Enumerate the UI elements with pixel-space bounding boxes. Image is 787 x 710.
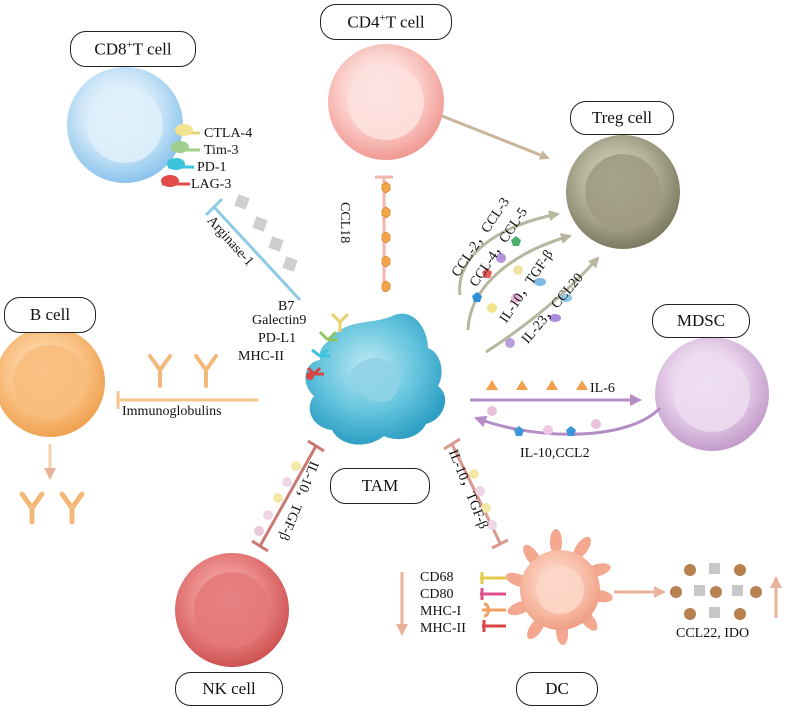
cd8-receptor-lag3: LAG-3 — [191, 177, 232, 192]
treg-cell-box: Treg cell — [570, 101, 674, 135]
nk-cell-box: NK cell — [175, 672, 283, 706]
b-cell-box: B cell — [4, 297, 96, 333]
cd8-receptor-ctla4: CTLA-4 — [204, 126, 253, 141]
b-cell-icon — [0, 327, 105, 437]
mdsc-box: MDSC — [652, 304, 750, 338]
dc-marker-icons — [480, 572, 506, 632]
cd4-t-cell-label: CD4+T cell — [347, 11, 425, 32]
nk-cell-label: NK cell — [202, 679, 256, 698]
treg-cell-icon — [566, 135, 680, 249]
treg-cell-label: Treg cell — [591, 108, 653, 127]
dc-marker-cd68: CD68 — [420, 570, 454, 585]
nk-cytokine-molecules — [254, 461, 301, 536]
ccl22-ido-molecules — [670, 563, 762, 620]
treg-chemokine-molecules — [472, 236, 572, 348]
mdsc-label: MDSC — [676, 311, 726, 330]
ccl18-label: CCL18 — [337, 202, 352, 244]
tam-box: TAM — [330, 468, 430, 504]
il6-molecules — [486, 380, 588, 390]
tam-ligand-pdl1: PD-L1 — [258, 331, 297, 346]
dc-marker-mhcii: MHC-II — [420, 621, 466, 636]
tam-ligand-mhcii: MHC-II — [238, 349, 284, 364]
ccl18-molecules — [381, 181, 391, 293]
mdsc-cell-icon — [655, 337, 769, 451]
cd8-receptor-tim3: Tim-3 — [204, 143, 239, 158]
cd8-t-cell-label: CD8+T cell — [94, 38, 172, 59]
secreted-antibody-icons — [19, 491, 85, 525]
il6-label: IL-6 — [590, 381, 615, 396]
nk-cell-icon — [175, 553, 289, 667]
tam-label: TAM — [361, 476, 399, 495]
dc-marker-mhci: MHC-I — [420, 604, 462, 619]
cd8-t-cell-box: CD8+T cell — [70, 31, 196, 67]
tam-macrophage-icon — [305, 313, 446, 445]
cd4-to-treg-arrow — [441, 114, 550, 160]
tam-ligand-icons — [306, 312, 350, 380]
tam-ligand-galectin9: Galectin9 — [252, 313, 307, 328]
dc-label: DC — [545, 679, 569, 698]
il10-ccl2-label: IL-10,CCL2 — [520, 446, 590, 461]
dc-box: DC — [516, 672, 598, 706]
b-cell-label: B cell — [29, 305, 71, 324]
cd8-receptor-pd1: PD-1 — [197, 160, 227, 175]
cd4-t-cell-icon — [328, 44, 444, 160]
nk-inhibition-line — [251, 439, 325, 553]
tam-to-treg-arrows — [458, 210, 600, 354]
dc-cell-icon — [505, 529, 613, 645]
arginase-molecules — [234, 194, 298, 272]
immunoglobulins-label: Immunoglobulins — [122, 404, 222, 419]
antibody-icons — [148, 354, 218, 388]
dc-cytokine-molecules — [469, 469, 497, 530]
dc-products-label: CCL22, IDO — [676, 626, 750, 641]
cd8-receptor-icons — [161, 124, 200, 187]
cd4-t-cell-box: CD4+T cell — [320, 4, 452, 40]
dc-marker-cd80: CD80 — [420, 587, 454, 602]
arginase-inhibition-line — [204, 197, 302, 302]
il10-ccl2-molecules — [487, 406, 601, 436]
tam-ligand-b7: B7 — [278, 299, 295, 314]
immunoglobulin-inhibition-line — [116, 391, 258, 409]
cd8-t-cell-icon — [67, 67, 183, 183]
il10-ccl2-arrow — [474, 406, 662, 436]
